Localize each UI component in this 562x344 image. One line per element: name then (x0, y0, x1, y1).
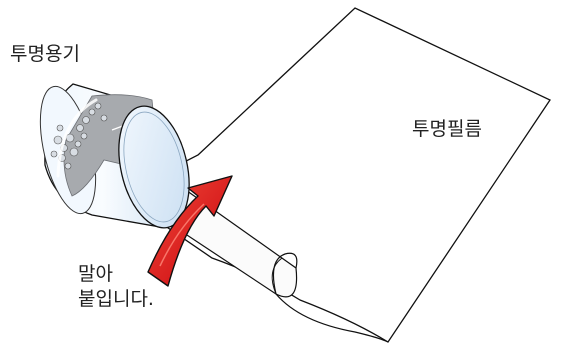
film-curl (272, 252, 389, 343)
container-front-inner (123, 111, 185, 223)
roll-direction-arrow (147, 175, 233, 287)
film-label: 투명필름 (412, 118, 482, 140)
container-highlight (56, 98, 98, 178)
film-curl-inner (271, 257, 283, 295)
instruction-label: 말아 붙입니다. (78, 262, 154, 311)
transparent-container (39, 83, 190, 229)
beads (50, 102, 108, 170)
instruction-line-1: 말아 (78, 263, 113, 285)
container-label: 투명용기 (10, 43, 80, 65)
container-front-face (118, 105, 190, 229)
instruction-line-2: 붙입니다. (78, 287, 154, 310)
